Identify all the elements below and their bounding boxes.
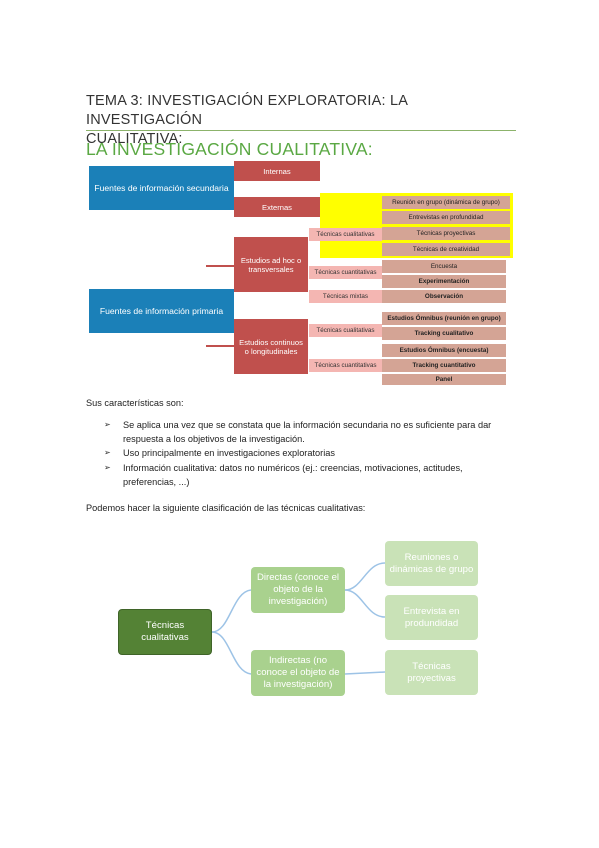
list-item: ➢Información cualitativa: datos no numér…: [104, 462, 463, 487]
node-reuniones: Reuniones o dinámicas de grupo: [385, 541, 478, 586]
node-indirectas: Indirectas (no conoce el objeto de la in…: [251, 650, 345, 696]
arrow-bullet-icon: ➢: [104, 448, 111, 458]
list-item: ➢Uso principalmente en investigaciones e…: [104, 446, 514, 460]
characteristics-list: ➢Se aplica una vez que se constata que l…: [104, 418, 514, 489]
section-heading: LA INVESTIGACIÓN CUALITATIVA:: [86, 139, 373, 159]
title-line-2: CUALITATIVA:: [86, 131, 183, 147]
document-title: TEMA 3: INVESTIGACIÓN EXPLORATORIA: LA I…: [86, 92, 526, 149]
arrow-bullet-icon: ➢: [104, 462, 111, 472]
root-node-tecnicas-cualitativas: Técnicas cualitativas: [118, 609, 212, 655]
characteristics-intro: Sus características son:: [86, 398, 184, 408]
node-entrevista: Entrevista en produndidad: [385, 595, 478, 640]
arrow-bullet-icon: ➢: [104, 420, 111, 429]
title-line-1: TEMA 3: INVESTIGACIÓN EXPLORATORIA: LA I…: [86, 93, 408, 128]
node-directas: Directas (conoce el objeto de la investi…: [251, 567, 345, 613]
classification-intro: Podemos hacer la siguiente clasificación…: [86, 503, 366, 513]
node-proyectivas: Técnicas proyectivas: [385, 650, 478, 695]
title-divider: [86, 130, 516, 131]
list-item: ➢Se aplica una vez que se constata que l…: [104, 420, 492, 445]
